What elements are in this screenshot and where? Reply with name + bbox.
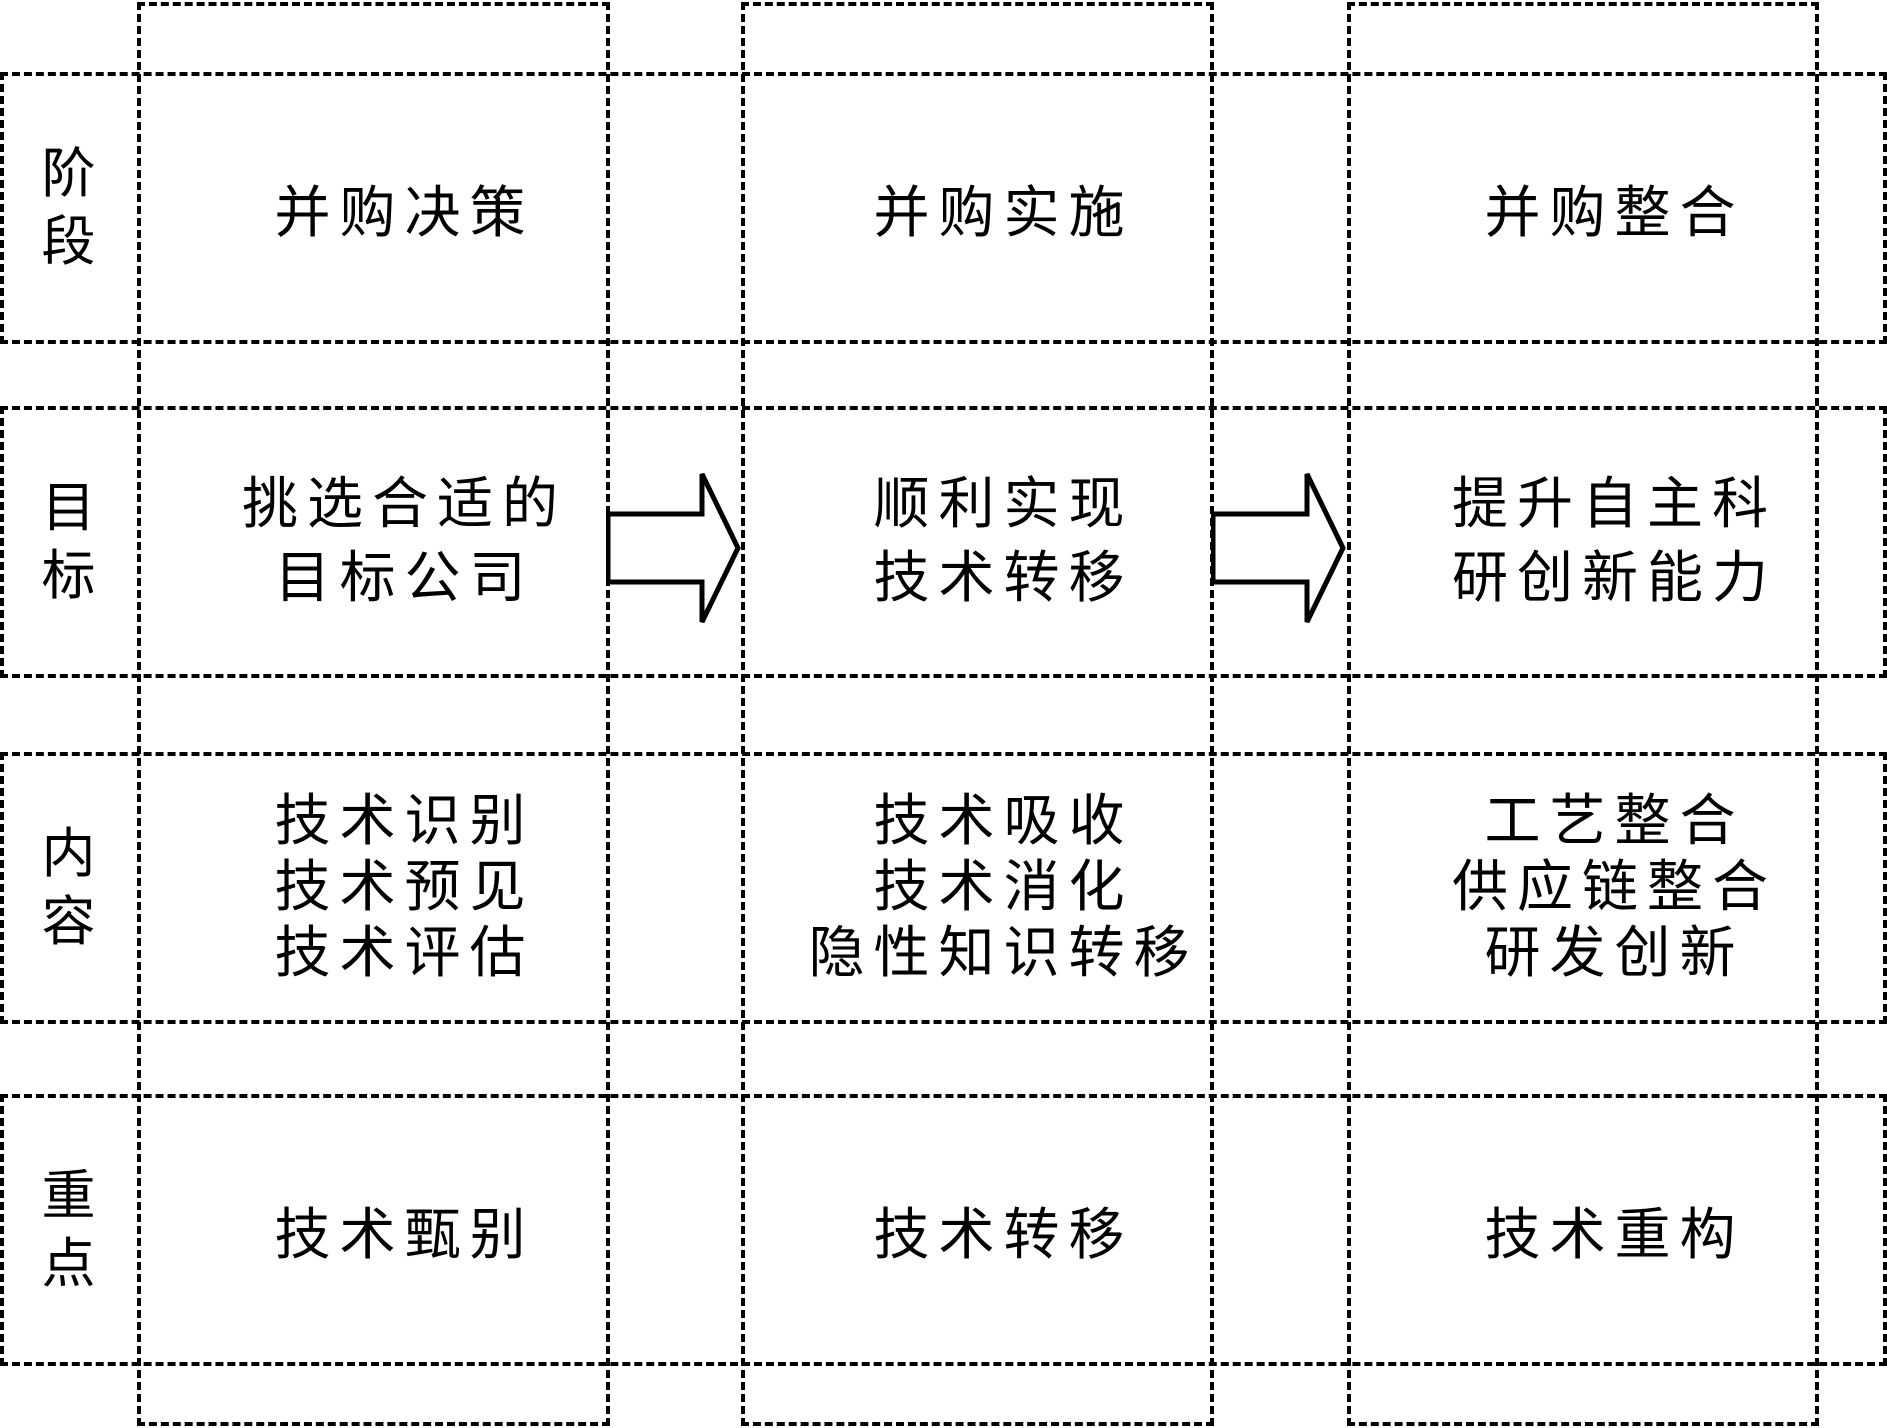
goal-row-band [0, 406, 1887, 678]
integrate-stage-text: 并购整合 [1484, 180, 1745, 246]
right-arrow-icon [1211, 472, 1346, 624]
content-label-char: 内 [41, 822, 96, 885]
implement-column-band [741, 2, 1214, 1426]
implement-stage-text: 并购实施 [873, 180, 1134, 246]
integrate-focus-cell: 技术重构 [1347, 1094, 1882, 1366]
integrate-content-cell: 工艺整合 供应链整合 研发创新 [1347, 752, 1882, 1024]
content-label-char: 容 [41, 890, 96, 953]
implement-content-line: 隐性知识转移 [808, 921, 1199, 986]
implement-goal-cell: 顺利实现 技术转移 [741, 406, 1266, 678]
decision-content-line: 技术预见 [274, 855, 535, 920]
integrate-goal-cell: 提升自主科 研创新能力 [1347, 406, 1882, 678]
decision-content-cell: 技术识别 技术预见 技术评估 [137, 752, 672, 1024]
integrate-content-line: 工艺整合 [1484, 789, 1745, 854]
decision-column-band [137, 2, 610, 1426]
focus-label-char: 重 [41, 1164, 96, 1227]
content-row-label: 内 容 [0, 752, 137, 1024]
implement-content-line: 技术消化 [873, 855, 1134, 920]
arrow-outline [1211, 472, 1346, 624]
focus-row-band [0, 1094, 1887, 1366]
decision-stage-cell: 并购决策 [137, 72, 672, 344]
stage-row-band [0, 72, 1887, 344]
integrate-column-band [1347, 2, 1819, 1426]
focus-row-label: 重 点 [0, 1094, 137, 1366]
integrate-content-line: 供应链整合 [1452, 855, 1777, 920]
content-row-band [0, 752, 1887, 1024]
decision-goal-cell: 挑选合适的 目标公司 [137, 406, 672, 678]
decision-content-line: 技术识别 [274, 789, 535, 854]
integrate-stage-cell: 并购整合 [1347, 72, 1882, 344]
goal-label-char: 标 [41, 544, 96, 607]
focus-label-char: 点 [41, 1232, 96, 1295]
implement-goal-line: 顺利实现 [873, 472, 1134, 537]
integrate-goal-line: 提升自主科 [1452, 472, 1777, 537]
implement-stage-cell: 并购实施 [741, 72, 1266, 344]
goal-row-label: 目 标 [0, 406, 137, 678]
decision-focus-text: 技术甄别 [274, 1202, 535, 1268]
integrate-content-line: 研发创新 [1484, 921, 1745, 986]
implement-goal-line: 技术转移 [873, 546, 1134, 611]
stage-label-char: 阶 [41, 142, 96, 205]
decision-goal-line: 目标公司 [274, 546, 535, 611]
implement-content-line: 技术吸收 [873, 789, 1134, 854]
right-arrow-icon [606, 472, 741, 624]
decision-content-line: 技术评估 [274, 921, 535, 986]
integrate-focus-text: 技术重构 [1484, 1202, 1745, 1268]
stage-label-char: 段 [41, 210, 96, 273]
stage-row-label: 阶 段 [0, 72, 137, 344]
decision-focus-cell: 技术甄别 [137, 1094, 672, 1366]
decision-stage-text: 并购决策 [274, 180, 535, 246]
implement-content-cell: 技术吸收 技术消化 隐性知识转移 [741, 752, 1266, 1024]
implement-focus-cell: 技术转移 [741, 1094, 1266, 1366]
integrate-goal-line: 研创新能力 [1452, 546, 1777, 611]
implement-focus-text: 技术转移 [873, 1202, 1134, 1268]
arrow-outline [606, 472, 741, 624]
goal-label-char: 目 [41, 476, 96, 539]
decision-goal-line: 挑选合适的 [242, 472, 567, 537]
